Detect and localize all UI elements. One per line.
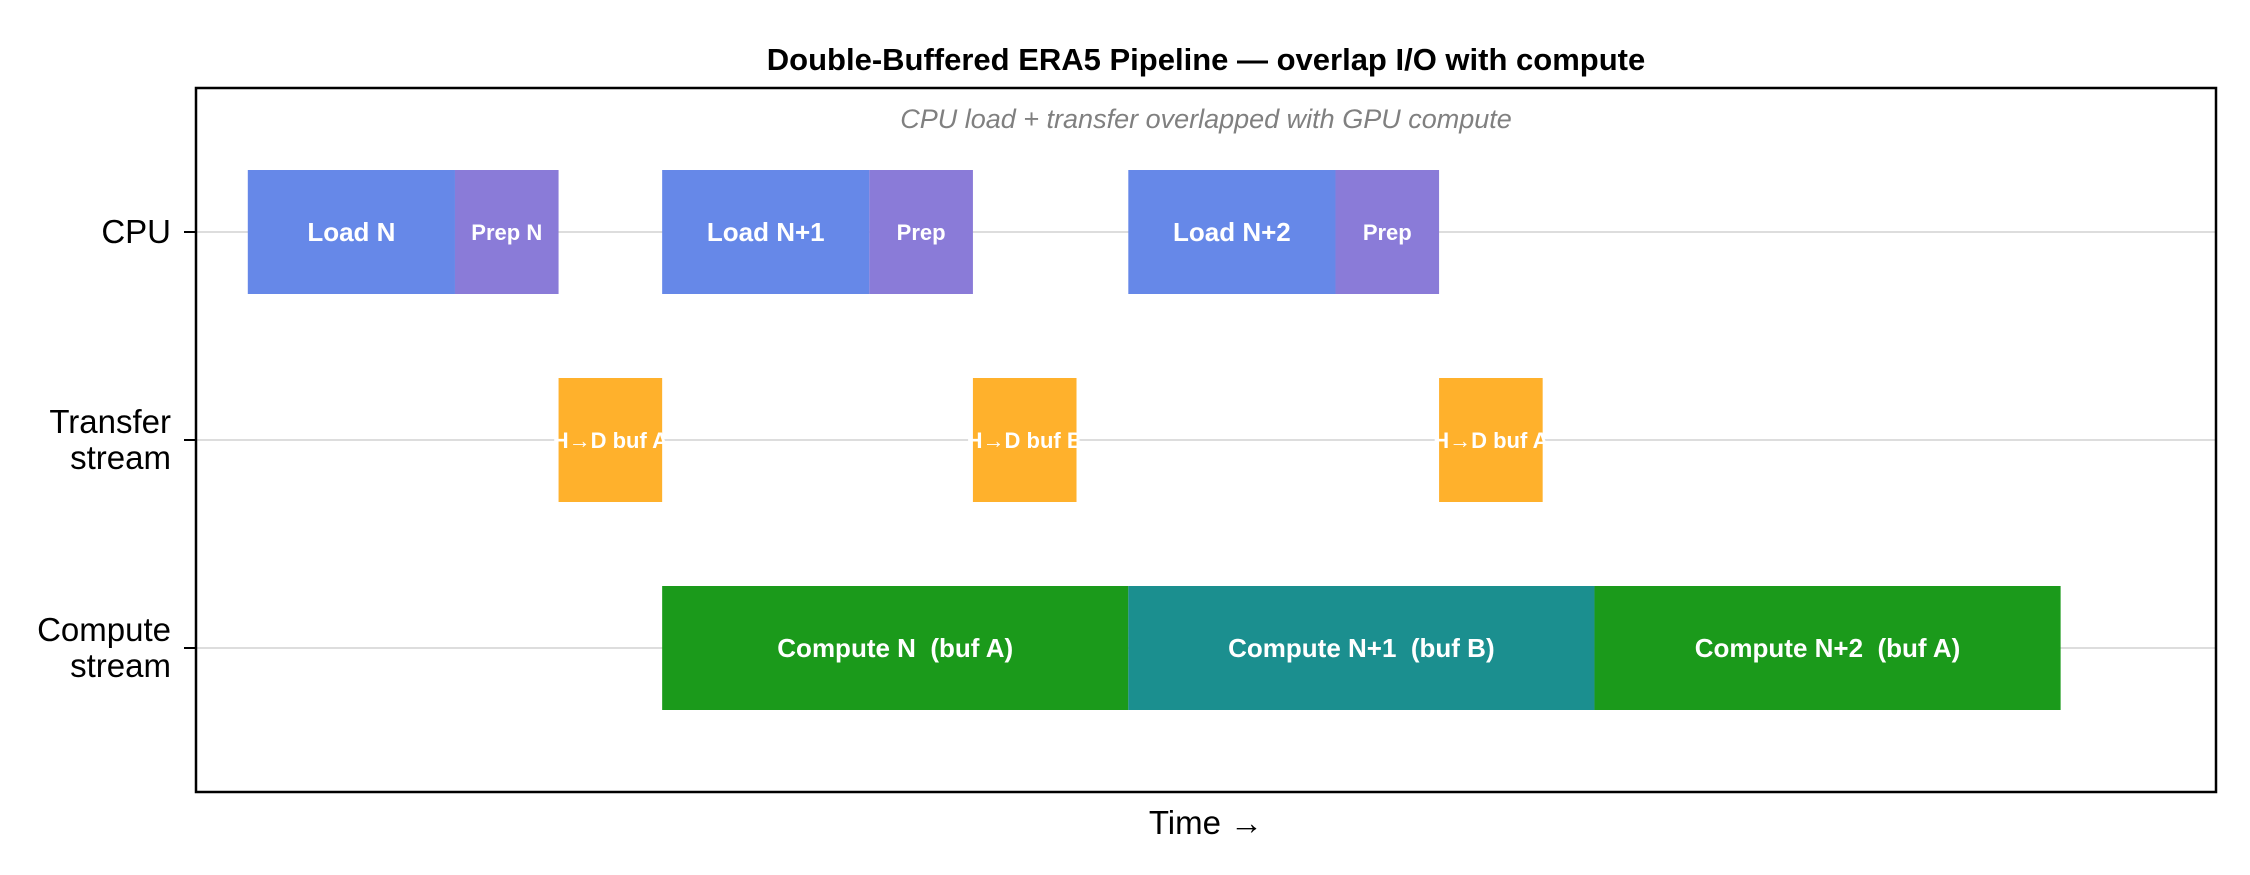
task-bar xyxy=(972,378,1077,502)
task-bar xyxy=(662,170,870,294)
task-label: Compute N+2 (buf A) xyxy=(1695,633,1961,663)
y-tick-label: CPU xyxy=(101,213,171,250)
x-axis-label: Time → xyxy=(1149,804,1263,841)
gridlines xyxy=(196,231,2216,649)
task-label: H→D buf A xyxy=(1433,428,1548,453)
task-label: H→D buf B xyxy=(967,428,1083,453)
task-label: Compute N (buf A) xyxy=(777,633,1013,663)
task-bars xyxy=(247,170,2061,710)
task-bar xyxy=(1335,170,1440,294)
task-labels: Load N Prep N Load N+1 Prep Load N+2 PrepH→D … xyxy=(307,217,1960,663)
y-tick-label: stream xyxy=(70,439,171,476)
task-bar xyxy=(1594,586,2061,710)
task-label: Compute N+1 (buf B) xyxy=(1228,633,1495,663)
task-label: Prep N xyxy=(471,220,542,245)
task-label: Load N xyxy=(307,217,395,247)
task-bar xyxy=(1439,378,1543,502)
task-bar xyxy=(1128,586,1595,710)
task-bar xyxy=(247,170,455,294)
task-label: Prep xyxy=(897,220,946,245)
task-bar xyxy=(558,378,663,502)
task-label: Prep xyxy=(1363,220,1412,245)
task-label: Load N+2 xyxy=(1173,217,1291,247)
task-bar xyxy=(1128,170,1336,294)
task-bar xyxy=(662,586,1129,710)
y-tick-label: Compute xyxy=(37,611,171,648)
task-bar xyxy=(869,170,973,294)
y-tick-label: stream xyxy=(70,647,171,684)
chart-title: Double-Buffered ERA5 Pipeline — overlap … xyxy=(767,42,1645,77)
y-tick-label: Transfer xyxy=(49,403,171,440)
chart-annotation: CPU load + transfer overlapped with GPU … xyxy=(900,104,1512,134)
task-label: Load N+1 xyxy=(707,217,825,247)
task-bar xyxy=(454,170,559,294)
task-label: H→D buf A xyxy=(553,428,668,453)
